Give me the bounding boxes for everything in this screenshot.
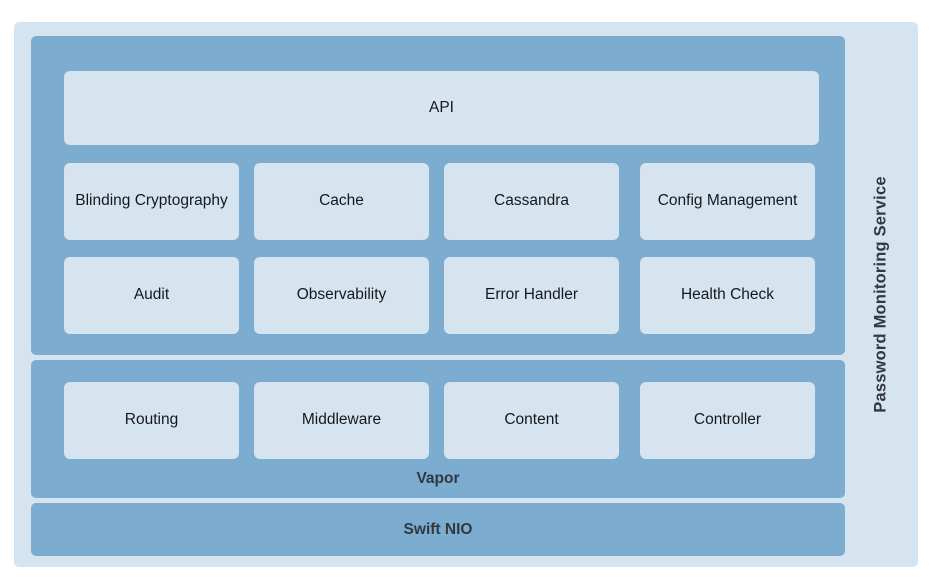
- swift-nio-layer: Swift NIO: [31, 503, 845, 556]
- component-config-management[interactable]: Config Management: [640, 163, 815, 240]
- component-api[interactable]: API: [64, 71, 819, 145]
- component-audit[interactable]: Audit: [64, 257, 239, 334]
- component-routing[interactable]: Routing: [64, 382, 239, 459]
- component-blinding-cryptography[interactable]: Blinding Cryptography: [64, 163, 239, 240]
- vapor-layer: Routing Middleware Content Controller Va…: [31, 360, 845, 498]
- service-title-label: Password Monitoring Service: [872, 176, 890, 413]
- component-error-handler[interactable]: Error Handler: [444, 257, 619, 334]
- component-cassandra[interactable]: Cassandra: [444, 163, 619, 240]
- component-content[interactable]: Content: [444, 382, 619, 459]
- component-controller[interactable]: Controller: [640, 382, 815, 459]
- password-monitoring-service-panel: Password Monitoring Service API Blinding…: [14, 22, 918, 567]
- component-middleware[interactable]: Middleware: [254, 382, 429, 459]
- component-health-check[interactable]: Health Check: [640, 257, 815, 334]
- component-cache[interactable]: Cache: [254, 163, 429, 240]
- swift-nio-layer-label: Swift NIO: [403, 520, 473, 538]
- vapor-layer-label: Vapor: [416, 470, 460, 487]
- service-title-vertical: Password Monitoring Service: [845, 22, 918, 567]
- component-observability[interactable]: Observability: [254, 257, 429, 334]
- application-layer: API Blinding Cryptography Cache Cassandr…: [31, 36, 845, 355]
